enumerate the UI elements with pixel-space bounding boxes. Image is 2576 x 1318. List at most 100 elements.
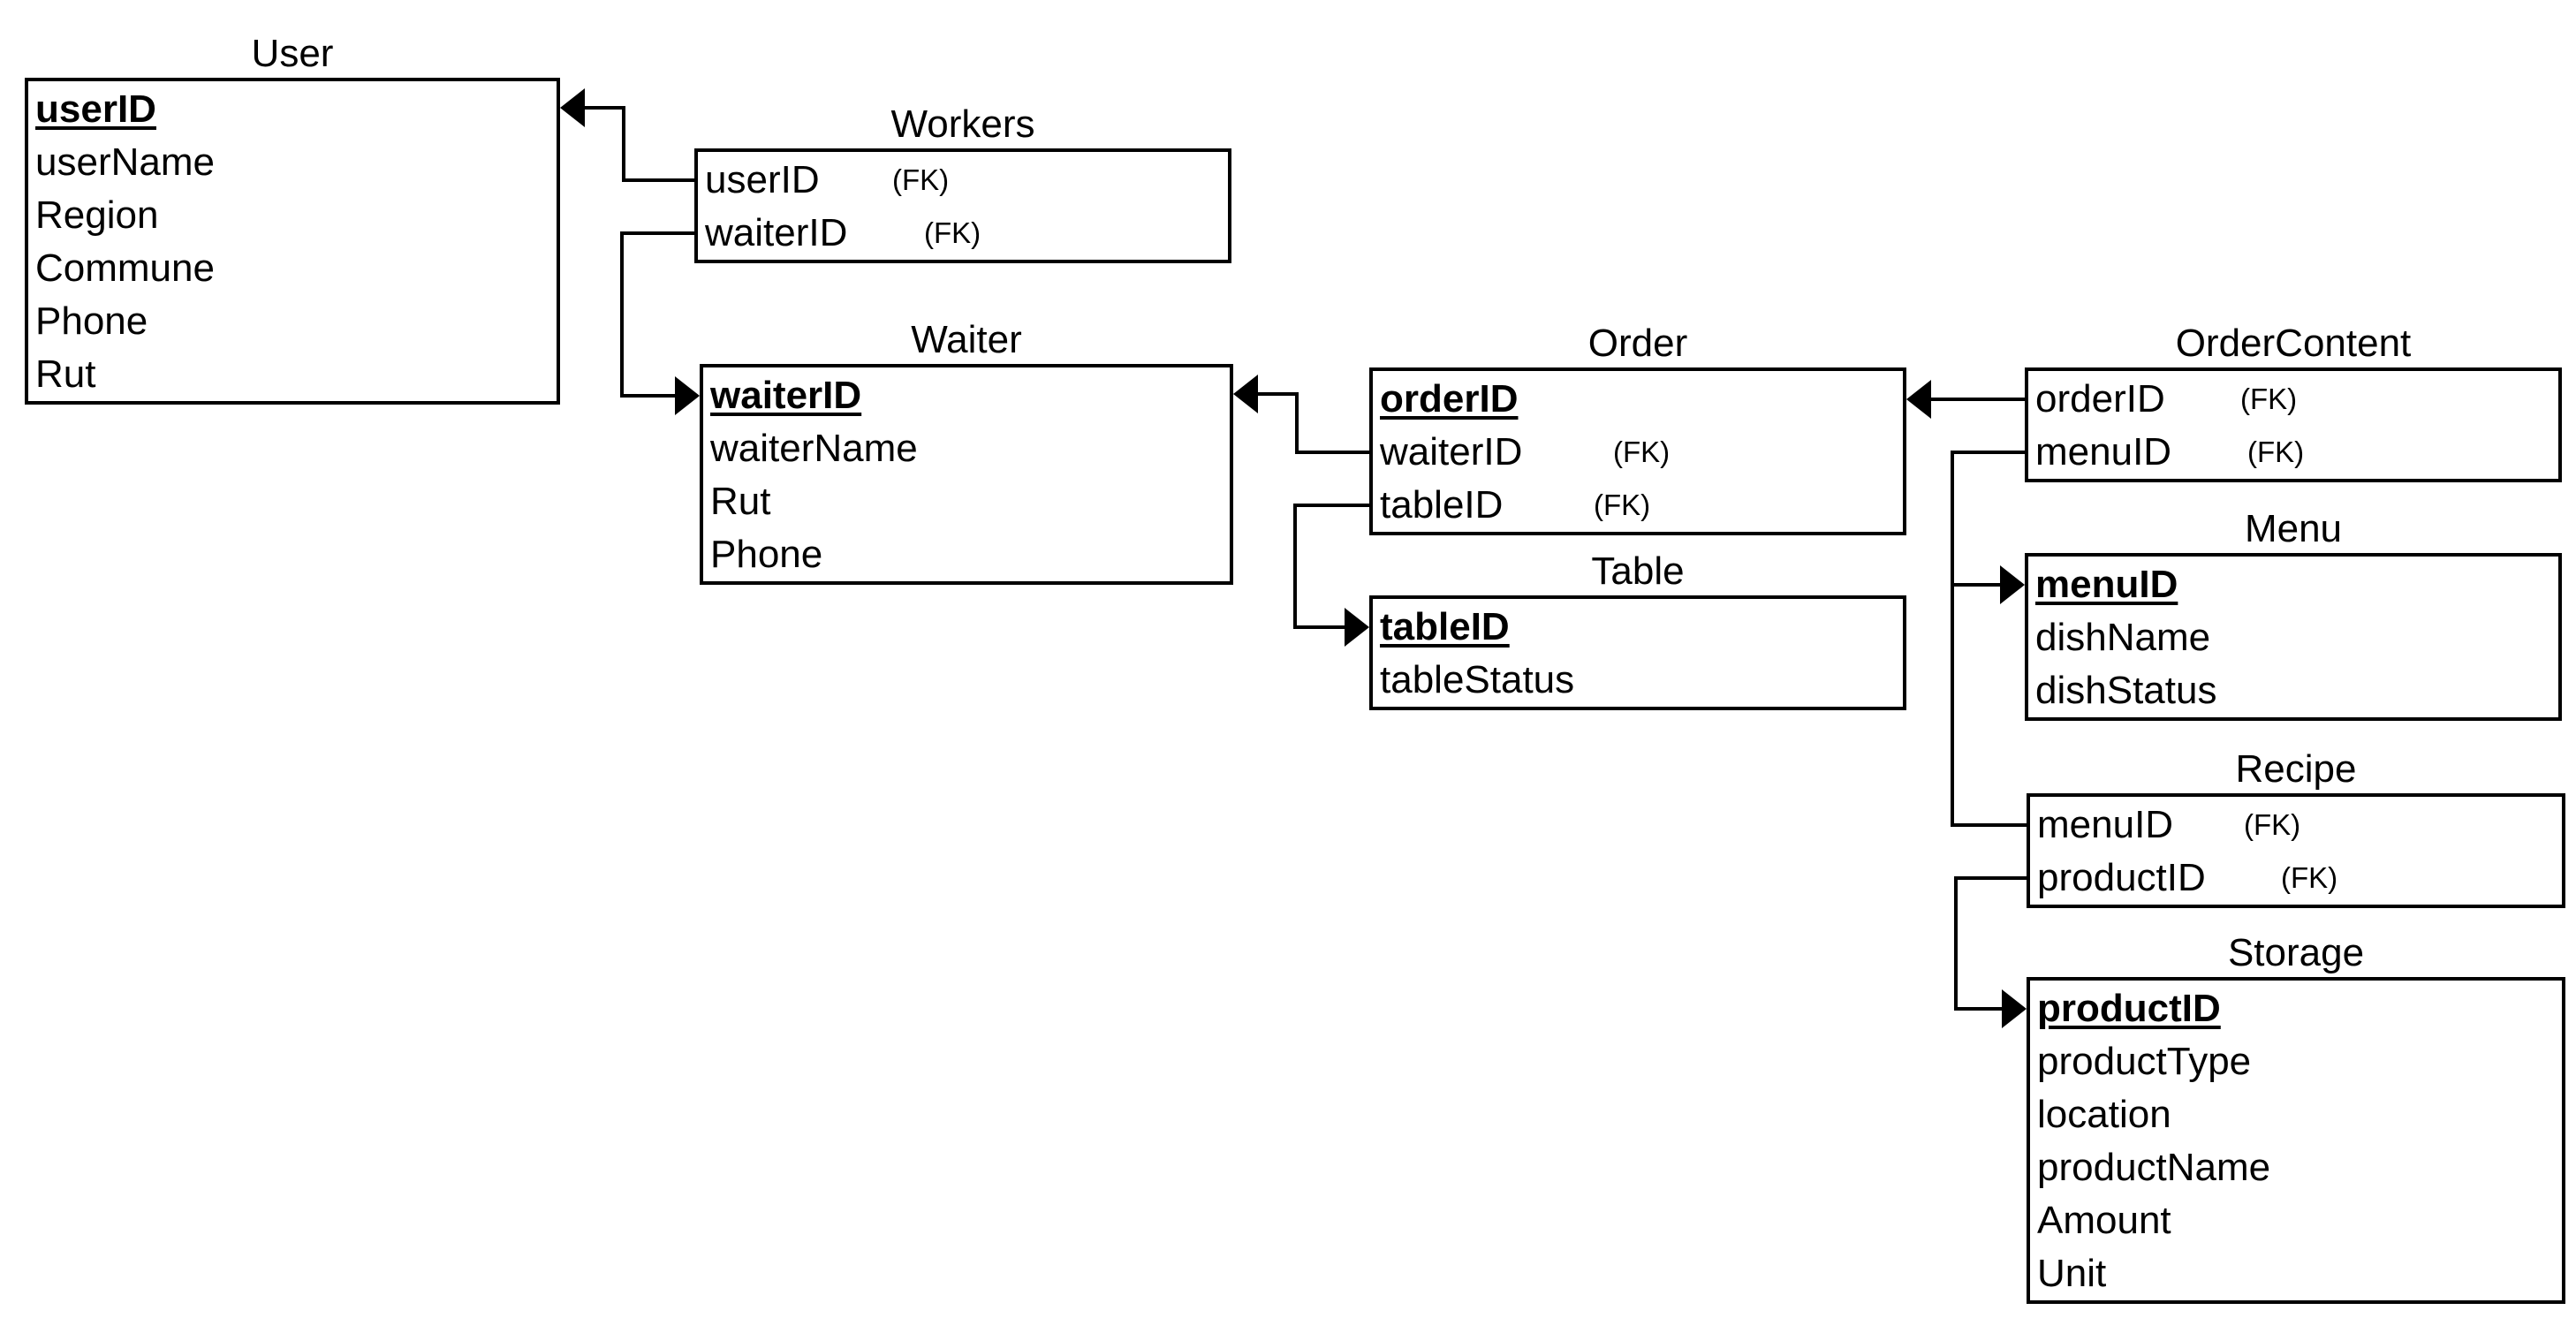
attribute-name: userName	[35, 140, 215, 184]
relationship-ordercontent-menuID-to-menu-menuID	[1951, 451, 2025, 604]
relationship-order-tableID-to-table-tableID	[1293, 504, 1369, 647]
relationship-recipe-menuID-to-menu-menuID	[1951, 585, 2027, 827]
entity-table: Table tableID tableStatus	[1369, 549, 1906, 710]
connector-line	[620, 231, 694, 398]
connector-line	[583, 106, 694, 182]
attribute-row: orderID	[1373, 373, 1903, 426]
entity-title: Workers	[890, 102, 1035, 146]
attribute-name: productID	[2037, 856, 2206, 899]
entity-ordercontent: OrderContent orderID(FK)menuID (FK)	[2025, 322, 2562, 482]
connector-line	[1954, 876, 2027, 1011]
connector-line	[1293, 504, 1369, 629]
attribute-row: menuID (FK)	[2028, 426, 2558, 479]
primary-key-name: productID	[2037, 987, 2221, 1030]
attribute-name: tableStatus	[1380, 658, 1575, 701]
attribute-name: Commune	[35, 246, 215, 290]
relationship-workers-waiterID-to-waiter-waiterID	[620, 231, 700, 415]
arrowhead	[2000, 565, 2025, 604]
attribute-row: waiterID(FK)	[1373, 426, 1903, 479]
entity-title: Waiter	[911, 318, 1022, 361]
attribute-name: Phone	[35, 299, 148, 343]
entity-title: Storage	[2227, 931, 2365, 974]
attribute-row: Phone	[703, 528, 1230, 581]
foreign-key-badge: (FK)	[892, 163, 950, 196]
entity-recipe: Recipe menuID (FK) productID (FK)	[2027, 747, 2565, 908]
attribute-row: Rut	[703, 475, 1230, 528]
attribute-row: Region	[28, 189, 557, 242]
attribute-name: Rut	[710, 480, 771, 523]
attribute-name: orderID	[2035, 377, 2165, 420]
attribute-row: userName	[28, 136, 557, 189]
relationship-order-waiterID-to-waiter-waiterID	[1233, 375, 1369, 454]
entity-workers: Workers userID (FK) waiterID(FK)	[694, 102, 1231, 263]
attribute-row: Commune	[28, 242, 557, 295]
entity-title: User	[251, 32, 334, 75]
attribute-row: waiterID	[703, 369, 1230, 422]
attribute-row: tableID	[1373, 601, 1903, 654]
attribute-name: Amount	[2037, 1199, 2171, 1242]
attribute-row: waiterID(FK)	[698, 207, 1228, 260]
primary-key-name: menuID	[2035, 563, 2178, 606]
foreign-key-badge: (FK)	[2244, 808, 2301, 841]
arrowhead	[1345, 608, 1369, 647]
attribute-row: Rut	[28, 348, 557, 401]
relationship-ordercontent-orderID-to-order-orderID	[1906, 380, 2025, 419]
attribute-row: waiterName	[703, 422, 1230, 475]
attribute-row: userID (FK)	[698, 154, 1228, 207]
attribute-name: tableID	[1380, 483, 1504, 526]
attribute-name: userID	[705, 158, 820, 201]
attribute-row: orderID(FK)	[2028, 373, 2558, 426]
arrowhead	[2002, 989, 2027, 1028]
attribute-row: Amount	[2030, 1194, 2562, 1247]
relationship-workers-userID-to-user-userID	[560, 88, 694, 182]
foreign-key-badge: (FK)	[1594, 489, 1651, 521]
arrowhead	[1906, 380, 1931, 419]
foreign-key-badge: (FK)	[2247, 436, 2305, 468]
entity-box: menuID (FK) productID (FK)	[2027, 793, 2565, 908]
arrowhead	[1233, 375, 1258, 413]
attribute-row: tableStatus	[1373, 654, 1903, 707]
primary-key-name: waiterID	[710, 374, 862, 417]
attribute-row: productName	[2030, 1141, 2562, 1194]
attribute-name: waiterID	[1380, 430, 1523, 473]
attribute-name: Rut	[35, 352, 96, 396]
primary-key-name: userID	[35, 87, 156, 131]
foreign-key-badge: (FK)	[2281, 861, 2338, 894]
connector-line	[1951, 585, 2027, 827]
attribute-name: location	[2037, 1093, 2171, 1136]
entity-title: OrderContent	[2175, 322, 2412, 365]
attribute-name: menuID	[2037, 803, 2174, 846]
attribute-name: waiterID	[705, 211, 848, 254]
attribute-row: Phone	[28, 295, 557, 348]
arrowhead	[675, 376, 700, 415]
entity-title: Table	[1591, 549, 1685, 593]
connector-line	[1256, 392, 1369, 454]
attribute-row: Unit	[2030, 1247, 2562, 1300]
attribute-name: productType	[2037, 1040, 2252, 1083]
attribute-row: productType	[2030, 1035, 2562, 1088]
attribute-row: menuID (FK)	[2030, 799, 2562, 852]
connector-line	[1951, 451, 2025, 587]
primary-key-name: orderID	[1380, 377, 1519, 420]
entity-box: orderID waiterID(FK)tableID (FK)	[1369, 367, 1906, 535]
attribute-row: dishStatus	[2028, 664, 2558, 717]
attribute-row: menuID	[2028, 558, 2558, 611]
primary-key-name: tableID	[1380, 605, 1510, 648]
arrowhead	[560, 88, 585, 127]
attribute-name: menuID	[2035, 430, 2172, 473]
entity-title: Recipe	[2235, 747, 2357, 791]
attribute-name: productName	[2037, 1146, 2271, 1189]
attribute-row: tableID (FK)	[1373, 479, 1903, 532]
entity-box: tableID tableStatus	[1369, 595, 1906, 710]
attribute-name: Region	[35, 193, 159, 237]
attribute-row: dishName	[2028, 611, 2558, 664]
attribute-row: location	[2030, 1088, 2562, 1141]
entity-title: Menu	[2244, 507, 2343, 550]
